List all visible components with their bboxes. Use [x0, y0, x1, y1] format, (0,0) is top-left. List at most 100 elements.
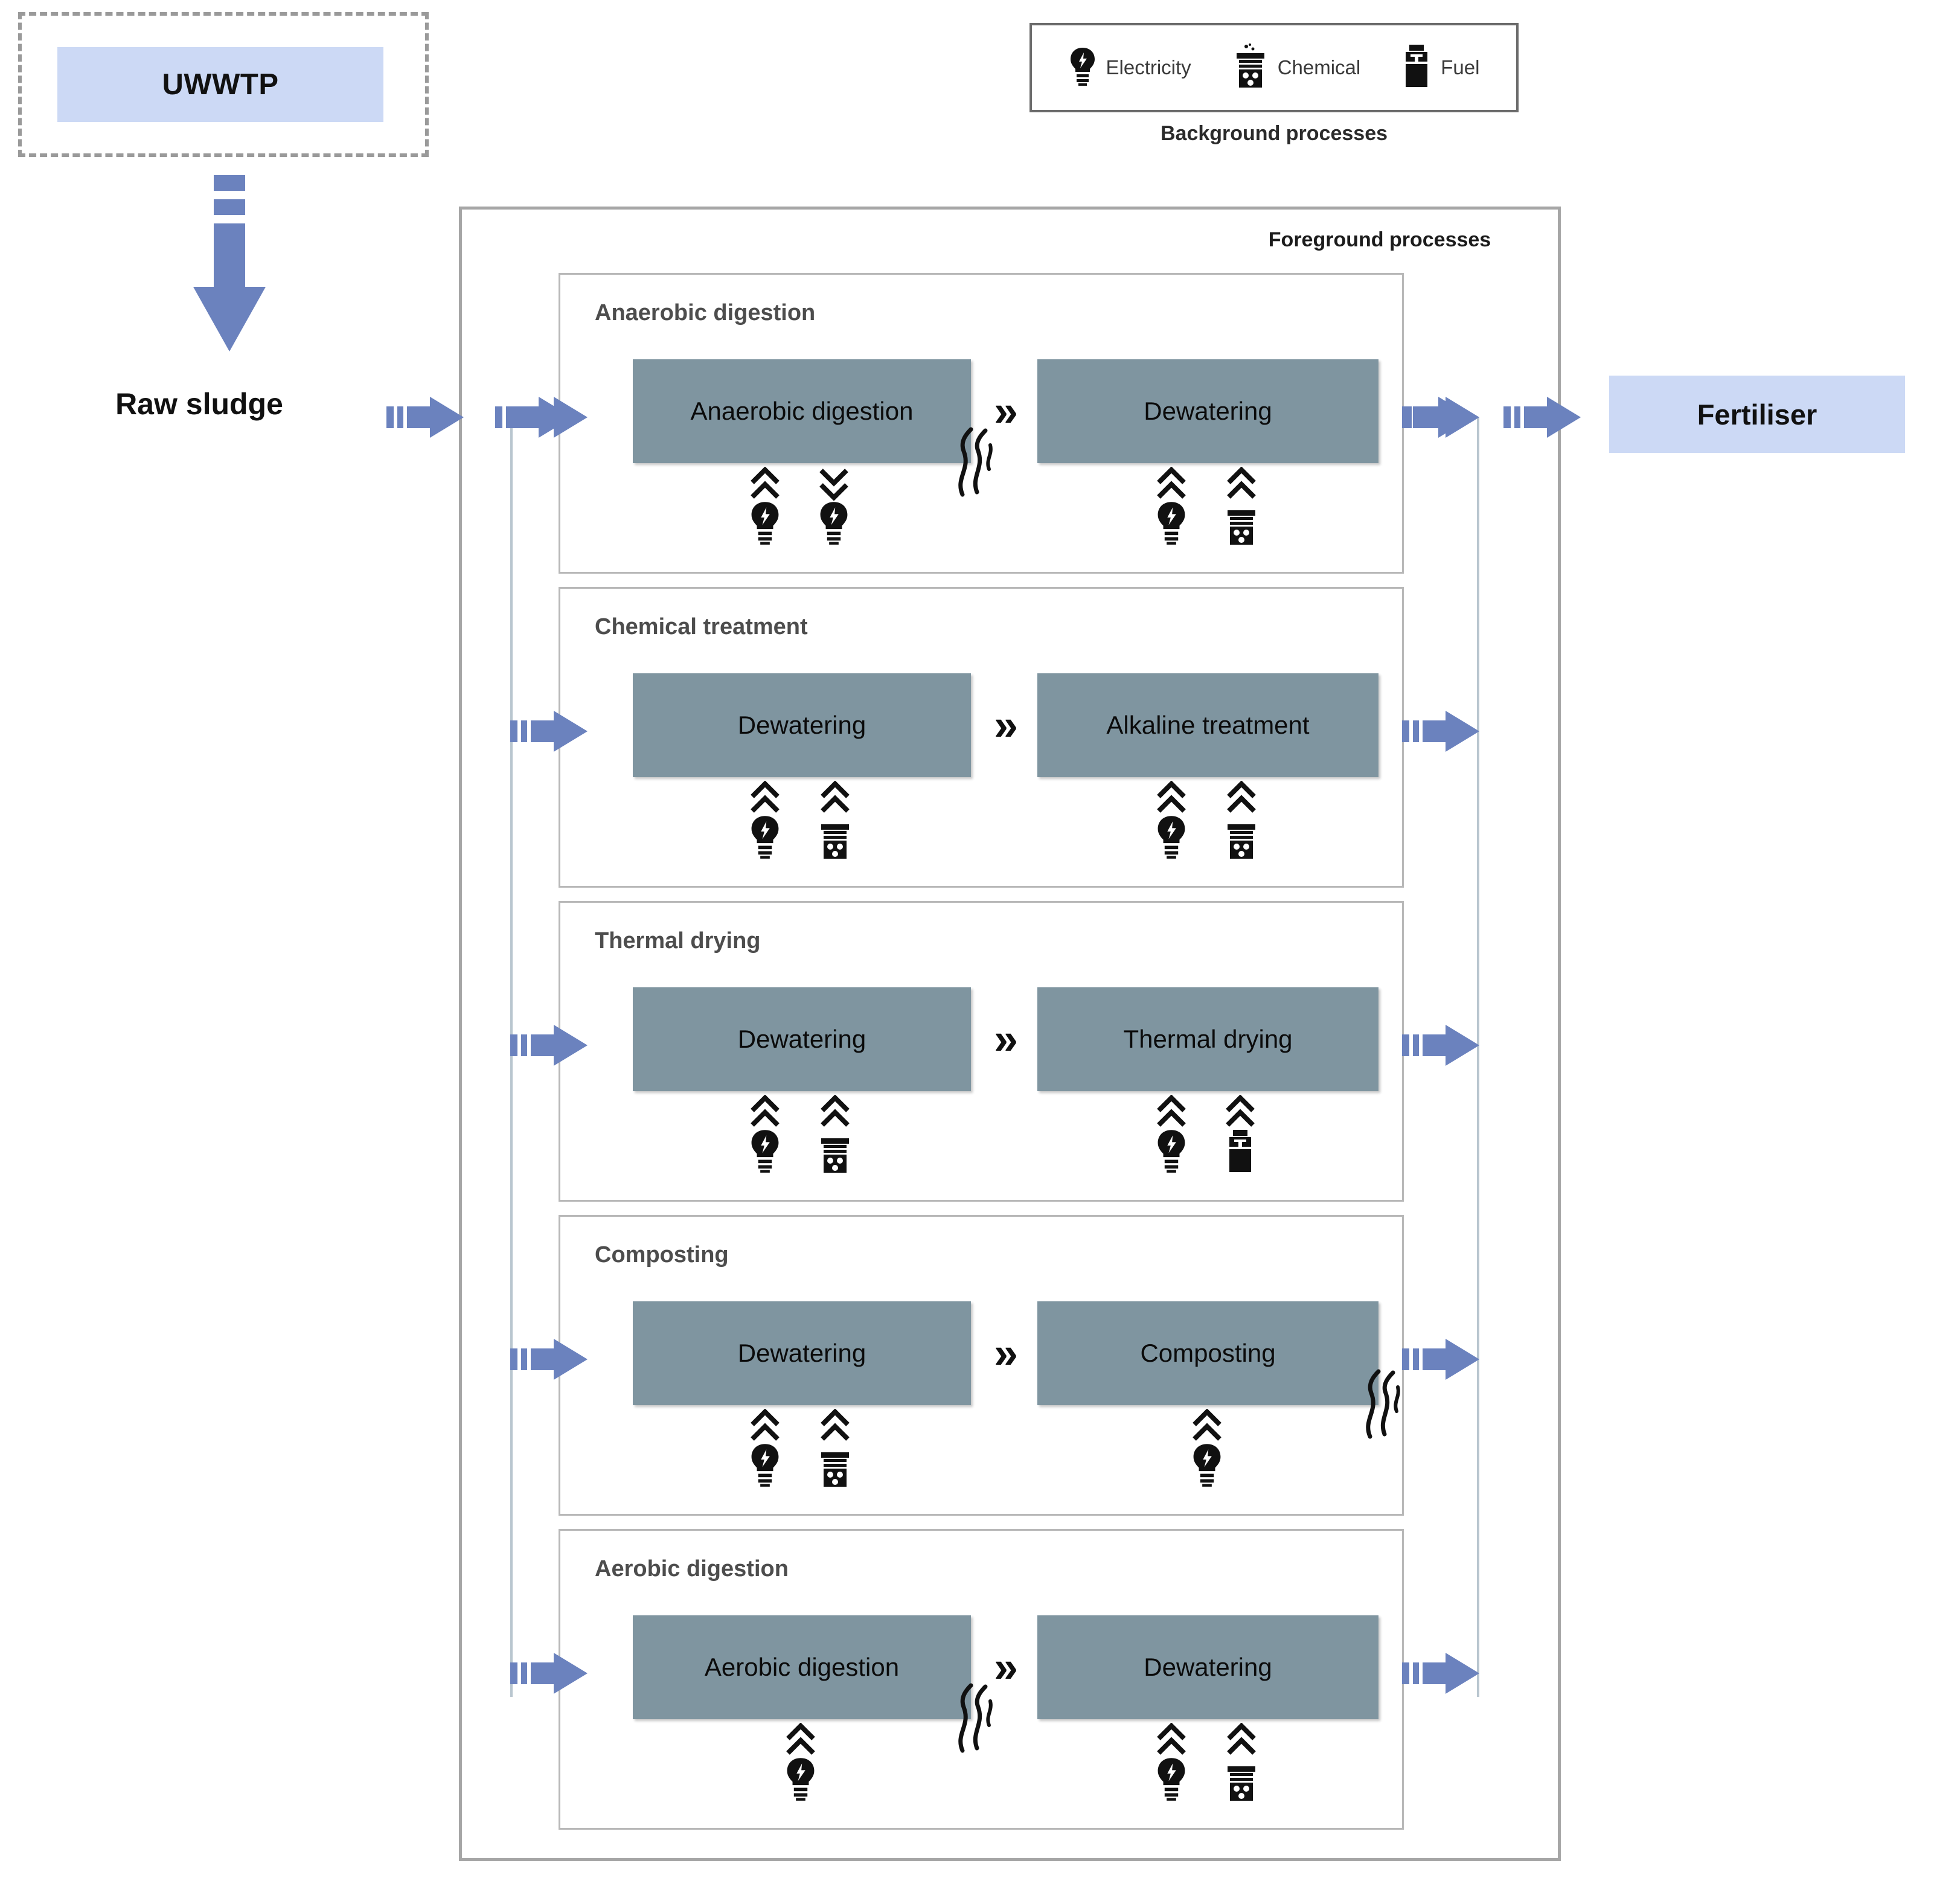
lightbulb-icon	[749, 1443, 781, 1490]
process-box-label: Aerobic digestion	[704, 1653, 900, 1681]
lightbulb-icon	[1156, 501, 1187, 548]
process-box[interactable]: Dewatering	[633, 987, 971, 1091]
chemical-jar-icon	[818, 815, 853, 864]
lightbulb-icon	[818, 501, 850, 548]
chevron-up-icon	[749, 466, 781, 501]
foreground-processes-label: Foreground processes	[1268, 228, 1491, 251]
route-inflow-arrow	[510, 710, 589, 756]
route-outflow-arrow	[1402, 1024, 1481, 1070]
resource-electricity-in	[1155, 466, 1188, 550]
raw-sludge-label: Raw sludge	[115, 387, 283, 421]
process-box[interactable]: Aerobic digestion	[633, 1615, 971, 1719]
uwwtp-label: UWWTP	[162, 68, 279, 101]
process-box-label: Dewatering	[737, 1025, 866, 1053]
chevron-up-icon	[1225, 1722, 1258, 1757]
process-box[interactable]: Dewatering	[1037, 1615, 1378, 1719]
legend-item-electricity: Electricity	[1069, 46, 1191, 89]
route-title: Anaerobic digestion	[595, 300, 816, 325]
resource-electricity-in	[749, 466, 781, 548]
chevron-up-icon	[1224, 1094, 1257, 1129]
resource-flow-group	[749, 466, 850, 548]
fertiliser-outflow-arrow-outer	[1503, 396, 1582, 442]
route-title: Aerobic digestion	[595, 1556, 789, 1582]
chevron-up-icon	[1155, 1722, 1188, 1757]
legend-caption: Background processes	[1160, 122, 1388, 145]
chemical-jar-icon	[1224, 1757, 1259, 1806]
lightbulb-icon	[1156, 1129, 1187, 1176]
process-box[interactable]: Alkaline treatment	[1037, 673, 1378, 777]
process-box[interactable]: Dewatering	[633, 1301, 971, 1405]
chevron-up-icon	[749, 1094, 781, 1129]
chemical-jar-icon	[1224, 815, 1259, 864]
resource-electricity-in	[1155, 780, 1188, 864]
route-inflow-arrow	[510, 396, 589, 442]
chevron-up-icon	[749, 1408, 781, 1443]
resource-flow-group	[749, 1094, 853, 1178]
lightbulb-icon	[1069, 46, 1097, 89]
process-box[interactable]: Anaerobic digestion	[633, 359, 971, 463]
resource-electricity-in	[749, 1094, 781, 1178]
chevron-up-icon	[819, 780, 851, 815]
chemical-jar-icon	[1233, 43, 1268, 92]
route-outflow-arrow	[1402, 396, 1481, 442]
resource-flow-group	[1155, 1094, 1257, 1178]
process-box[interactable]: Thermal drying	[1037, 987, 1378, 1091]
resource-electricity-in	[749, 780, 781, 864]
route-card: Composting » Dewatering Composting	[559, 1215, 1404, 1516]
raw-sludge-inflow-arrow-outer	[386, 396, 465, 442]
resource-chemical-in	[1224, 780, 1259, 864]
emission-plume-icon	[1360, 1369, 1406, 1443]
chevron-up-icon	[1155, 780, 1188, 815]
resource-chemical-in	[1224, 466, 1259, 550]
resource-flow-group	[1155, 780, 1259, 864]
resource-electricity-in	[1155, 1094, 1188, 1178]
route-inflow-arrow	[510, 1338, 589, 1384]
process-box[interactable]: Dewatering	[1037, 359, 1378, 463]
lightbulb-icon	[749, 815, 781, 862]
chevron-up-icon	[1191, 1408, 1223, 1443]
chevron-up-icon	[819, 1408, 851, 1443]
step-separator-chevron-icon: »	[993, 1643, 1019, 1691]
route-title: Thermal drying	[595, 928, 761, 954]
resource-electricity-in	[749, 1408, 781, 1492]
resource-chemical-in	[818, 1408, 853, 1492]
lightbulb-icon	[1156, 1757, 1187, 1804]
chevron-up-icon	[1155, 466, 1188, 501]
route-outflow-arrow	[1402, 1652, 1481, 1698]
resource-electricity-out	[818, 467, 850, 548]
process-box-label: Dewatering	[1144, 397, 1272, 425]
process-box-label: Thermal drying	[1123, 1025, 1293, 1053]
resource-flow-group	[1191, 1408, 1223, 1490]
step-separator-chevron-icon: »	[993, 387, 1019, 435]
process-box-label: Dewatering	[737, 711, 866, 739]
step-separator-chevron-icon: »	[993, 701, 1019, 749]
uwwtp-system-boundary	[18, 12, 429, 157]
process-box-label: Dewatering	[1144, 1653, 1272, 1681]
chemical-jar-icon	[1224, 501, 1259, 550]
process-box[interactable]: Composting	[1037, 1301, 1378, 1405]
emission-plume-icon	[953, 427, 999, 501]
legend-label-fuel: Fuel	[1441, 56, 1480, 79]
raw-sludge-arrow	[187, 175, 272, 356]
lightbulb-icon	[1191, 1443, 1223, 1490]
resource-flow-group	[749, 1408, 853, 1492]
uwwtp-box: UWWTP	[57, 47, 383, 122]
resource-fuel-in	[1224, 1094, 1257, 1178]
fuel-canister-icon	[1225, 1129, 1255, 1178]
resource-flow-group	[784, 1722, 817, 1804]
chevron-up-icon	[819, 1094, 851, 1129]
fuel-canister-icon	[1402, 43, 1431, 92]
chemical-jar-icon	[818, 1443, 853, 1492]
resource-flow-group	[1155, 466, 1259, 550]
legend-item-fuel: Fuel	[1402, 43, 1479, 92]
step-separator-chevron-icon: »	[993, 1329, 1019, 1377]
route-outflow-arrow	[1402, 710, 1481, 756]
chemical-jar-icon	[818, 1129, 853, 1178]
chevron-up-icon	[1225, 466, 1258, 501]
process-box[interactable]: Dewatering	[633, 673, 971, 777]
route-title: Composting	[595, 1242, 729, 1268]
